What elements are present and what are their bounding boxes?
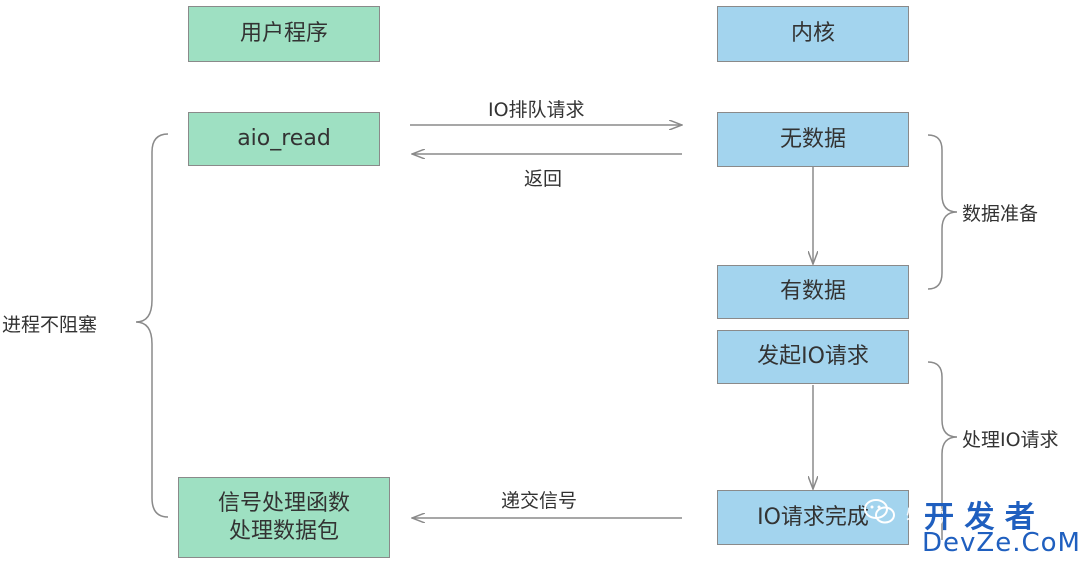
kernel-header-label: 内核 [790, 21, 835, 47]
signal-handler-box: 信号处理函数 处理数据包 [178, 477, 390, 558]
watermark: 物联网 开 发 者 DevZe.CoM [864, 494, 1080, 562]
wechat-icon [864, 499, 895, 524]
aio-read-box: aio_read [188, 112, 380, 166]
no-data-label: 无数据 [779, 126, 846, 152]
signal-handler-line-1: 信号处理函数 [217, 491, 350, 516]
io-done-label: IO请求完成 [757, 504, 869, 530]
watermark-wechat-text: 物联网 [906, 506, 973, 531]
io-queue-label: IO排队请求 [488, 99, 585, 121]
start-io-label: 发起IO请求 [757, 344, 869, 370]
no-data-box: 无数据 [717, 112, 909, 167]
watermark-title: 开 发 者 [924, 500, 1035, 535]
process-nonblocking-brace [135, 133, 169, 518]
return-label: 返回 [524, 168, 563, 190]
aio-read-label: aio_read [237, 126, 331, 152]
deliver-signal-label: 递交信号 [501, 490, 578, 512]
handle-io-label: 处理IO请求 [962, 429, 1059, 451]
process-nonblocking-label: 进程不阻塞 [2, 314, 98, 336]
data-prep-brace [927, 134, 958, 290]
watermark-domain: DevZe.CoM [922, 528, 1080, 558]
has-data-box: 有数据 [717, 265, 909, 319]
user-program-header: 用户程序 [188, 6, 380, 62]
handle-io-brace [927, 361, 958, 540]
data-prep-label: 数据准备 [962, 203, 1039, 225]
signal-handler-line-2: 处理数据包 [228, 518, 339, 544]
has-data-label: 有数据 [779, 279, 846, 305]
user-program-header-label: 用户程序 [239, 21, 328, 47]
start-io-box: 发起IO请求 [717, 330, 909, 384]
kernel-header: 内核 [717, 6, 909, 62]
